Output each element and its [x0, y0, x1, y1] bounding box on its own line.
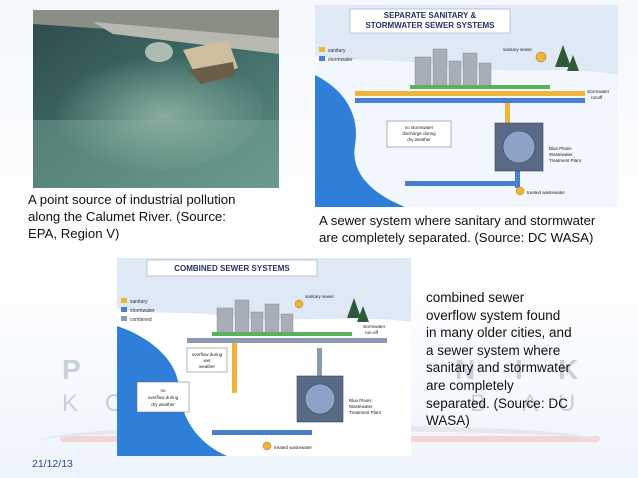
combined-caption-line: in many older cities, and	[426, 325, 572, 341]
label-overflow-wet: weather	[199, 364, 216, 369]
combined-caption-line: sanitary and stormwater	[426, 360, 571, 376]
diagram-title: SEPARATE SANITARY &	[384, 11, 477, 20]
label-treated: treated wastewater	[274, 445, 313, 450]
combined-sewer-diagram: COMBINED SEWER SYSTEMS sanitary stormwat…	[117, 258, 411, 456]
slide-date: 21/12/13	[32, 458, 73, 470]
label-plant: Wastewater	[349, 404, 373, 409]
combined-caption-line: are completely	[426, 377, 514, 393]
label-runoff: stormwater	[587, 89, 610, 94]
legend-label: stormwater	[130, 308, 155, 314]
watermark-letter: A	[522, 390, 539, 417]
legend-combined-swatch	[121, 316, 127, 321]
combined-sewer-diagram-image: COMBINED SEWER SYSTEMS sanitary stormwat…	[117, 258, 411, 456]
photo-caption-line: along the Calumet River. (Source:	[28, 209, 226, 224]
label-overflow-dry: overflow during	[148, 395, 179, 400]
separate-caption-line: are completely separated. (Source: DC WA…	[319, 230, 594, 245]
combined-caption-line: overflow system found	[426, 307, 561, 323]
aerial-photo	[33, 10, 279, 188]
label-no-discharge: dry weather	[407, 137, 431, 142]
watermark-letter: B	[470, 390, 487, 417]
watermark-letter: K	[558, 354, 579, 385]
photo-caption: A point source of industrial pollution a…	[28, 191, 235, 242]
combined-caption-line: WASA)	[426, 413, 470, 429]
label-overflow-wet: wet	[203, 358, 211, 363]
combined-caption-line: combined sewer	[426, 290, 525, 305]
separate-diagram-caption: A sewer system where sanitary and stormw…	[319, 212, 595, 246]
label-overflow-wet: overflow during	[192, 352, 223, 357]
watermark-letter: N	[455, 354, 476, 385]
legend-stormwater-swatch	[319, 56, 325, 61]
diagram-title: COMBINED SEWER SYSTEMS	[174, 264, 290, 273]
combined-caption-line: separated. (Source: DC	[426, 395, 568, 411]
label-no-discharge: no stormwater	[405, 125, 434, 130]
legend-sanitary-swatch	[121, 298, 127, 303]
separate-sewer-diagram-image: SEPARATE SANITARY & STORMWATER SEWER SYS…	[315, 5, 618, 207]
label-runoff: runoff	[591, 95, 603, 100]
diagram-title: STORMWATER SEWER SYSTEMS	[365, 21, 495, 30]
legend-label: combined	[130, 317, 152, 323]
label-plant: Blue Plains	[349, 398, 372, 403]
combined-caption-line: a sewer system where	[426, 342, 561, 358]
legend-label: sanitary	[328, 48, 346, 54]
label-no-discharge: discharge during	[402, 131, 436, 136]
aerial-photo-image	[33, 10, 279, 188]
label-runoff: run-off	[365, 330, 379, 335]
legend-label: stormwater	[328, 57, 353, 63]
watermark-letter: P	[62, 354, 81, 385]
label-sanitary-sewer: sanitary sewer	[503, 47, 533, 52]
label-overflow-dry: no	[160, 388, 166, 393]
watermark-letter: U	[558, 390, 576, 417]
label-sanitary-sewer: sanitary sewer	[305, 294, 335, 299]
separate-caption-line: A sewer system where sanitary and stormw…	[319, 213, 596, 228]
legend-sanitary-swatch	[319, 47, 325, 52]
label-plant: Treatment Plant	[549, 158, 582, 163]
background-watermark: P N I K K O B A U	[60, 352, 600, 422]
photo-caption-line: EPA, Region V)	[28, 226, 120, 241]
label-plant: Treatment Plant	[349, 410, 382, 415]
photo-caption-line: A point source of industrial pollution	[28, 192, 236, 207]
label-runoff: stormwater	[363, 324, 386, 329]
separate-sewer-diagram: SEPARATE SANITARY & STORMWATER SEWER SYS…	[315, 5, 618, 207]
watermark-letter: I	[515, 354, 523, 385]
legend-stormwater-swatch	[121, 307, 127, 312]
label-treated: treated wastewater	[527, 190, 566, 195]
legend-label: sanitary	[130, 299, 148, 305]
label-plant: Wastewater	[549, 152, 573, 157]
label-plant: Blue Plains	[549, 146, 572, 151]
label-overflow-dry: dry weather	[151, 402, 175, 407]
watermark-letter: K	[62, 390, 79, 417]
combined-caption: combined sewer overflow system found in …	[426, 289, 572, 430]
